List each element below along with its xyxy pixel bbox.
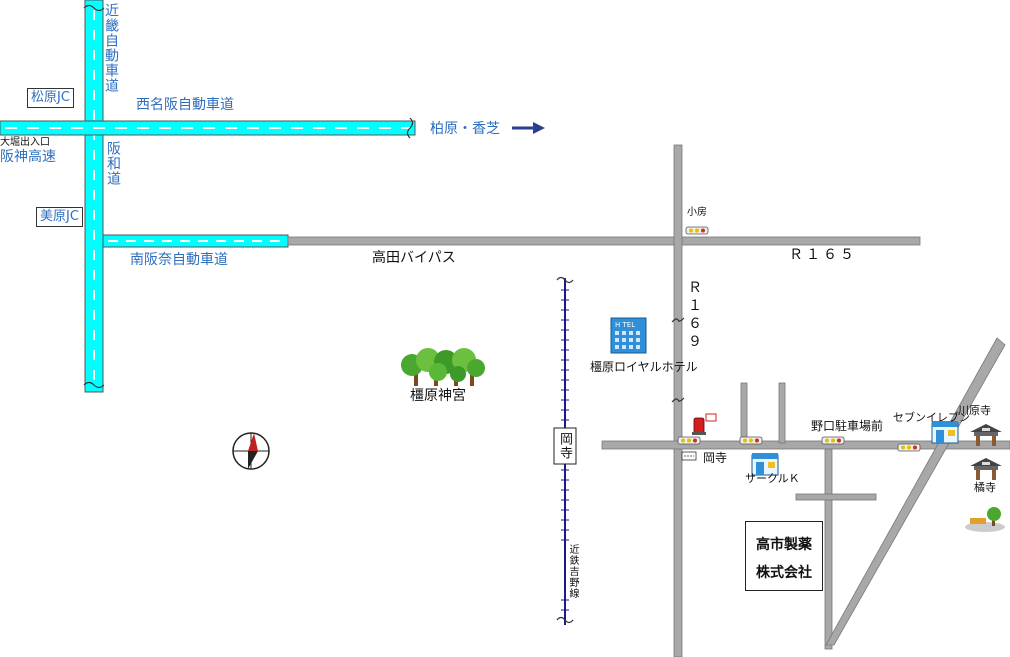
traffic-light-icon <box>821 436 845 445</box>
company-name-line2: 株式会社 <box>756 565 812 581</box>
label-takada-bypass: 高田バイパス <box>372 250 456 266</box>
label-okadera: 岡寺 <box>703 451 728 465</box>
compass-icon <box>232 432 270 470</box>
company-takaichi-pharma[interactable]: 高市製薬 株式会社 <box>745 521 823 591</box>
station-marker <box>681 451 697 461</box>
label-oohori: 大堀出入口 <box>0 137 50 148</box>
label-r169: Ｒ１６９ <box>686 280 702 352</box>
label-hanwa: 阪和道 <box>105 141 121 186</box>
company-name-line1: 高市製薬 <box>756 537 812 553</box>
label-tachibanadera: 橘寺 <box>974 481 996 494</box>
expressway-kinki <box>83 0 105 393</box>
forest-icon <box>401 348 485 386</box>
traffic-light-icon <box>677 436 701 445</box>
road-okadera <box>601 440 1010 450</box>
label-r165: Ｒ１６５ <box>789 247 857 263</box>
post-box-icon <box>692 413 717 435</box>
arrow-right-icon <box>512 122 545 134</box>
road-local-vertical <box>740 382 877 650</box>
temple-icon <box>970 458 1002 480</box>
traffic-light-icon <box>739 436 763 445</box>
road-takada-bypass <box>287 236 921 246</box>
callout-mihara-jc: 美原JC <box>36 207 83 228</box>
label-kintetsu-yoshino: 近鉄吉野線 <box>567 544 578 599</box>
label-hotel: 橿原ロイヤルホテル <box>590 360 698 374</box>
park-icon <box>965 507 1005 532</box>
label-okadera-station: 岡寺 <box>557 432 572 460</box>
label-kinki-expressway: 近畿自動車道 <box>103 3 119 93</box>
traffic-light-icon <box>897 443 921 452</box>
label-noguchi-parking: 野口駐車場前 <box>811 419 884 433</box>
label-minami-hanna: 南阪奈自動車道 <box>130 252 228 268</box>
label-kashiwara-kashiba: 柏原・香芝 <box>430 121 500 137</box>
label-circle-k: サークルＫ <box>745 472 800 485</box>
label-nishi-meihan: 西名阪自動車道 <box>136 97 234 113</box>
label-shrine: 橿原神宮 <box>410 388 466 404</box>
convenience-store-icon <box>751 453 779 476</box>
svg-text:H TEL: H TEL <box>615 321 635 329</box>
road-r169 <box>671 144 685 657</box>
temple-icon <box>970 424 1002 446</box>
convenience-store-icon <box>931 421 959 444</box>
expressway-minami-hanna <box>102 234 289 248</box>
traffic-light-icon <box>685 226 709 235</box>
callout-matsubara-jc: 松原JC <box>27 88 74 109</box>
hotel-icon: H TEL <box>610 317 647 354</box>
label-obusa: 小房 <box>687 207 707 218</box>
expressway-nishi-meihan <box>0 117 416 139</box>
label-kawaharadera: 川原寺 <box>958 404 991 417</box>
label-seven-eleven: セブンイレブン <box>893 411 970 424</box>
label-hanshin: 阪神高速 <box>0 149 56 165</box>
railway-kintetsu-yoshino <box>553 276 577 625</box>
